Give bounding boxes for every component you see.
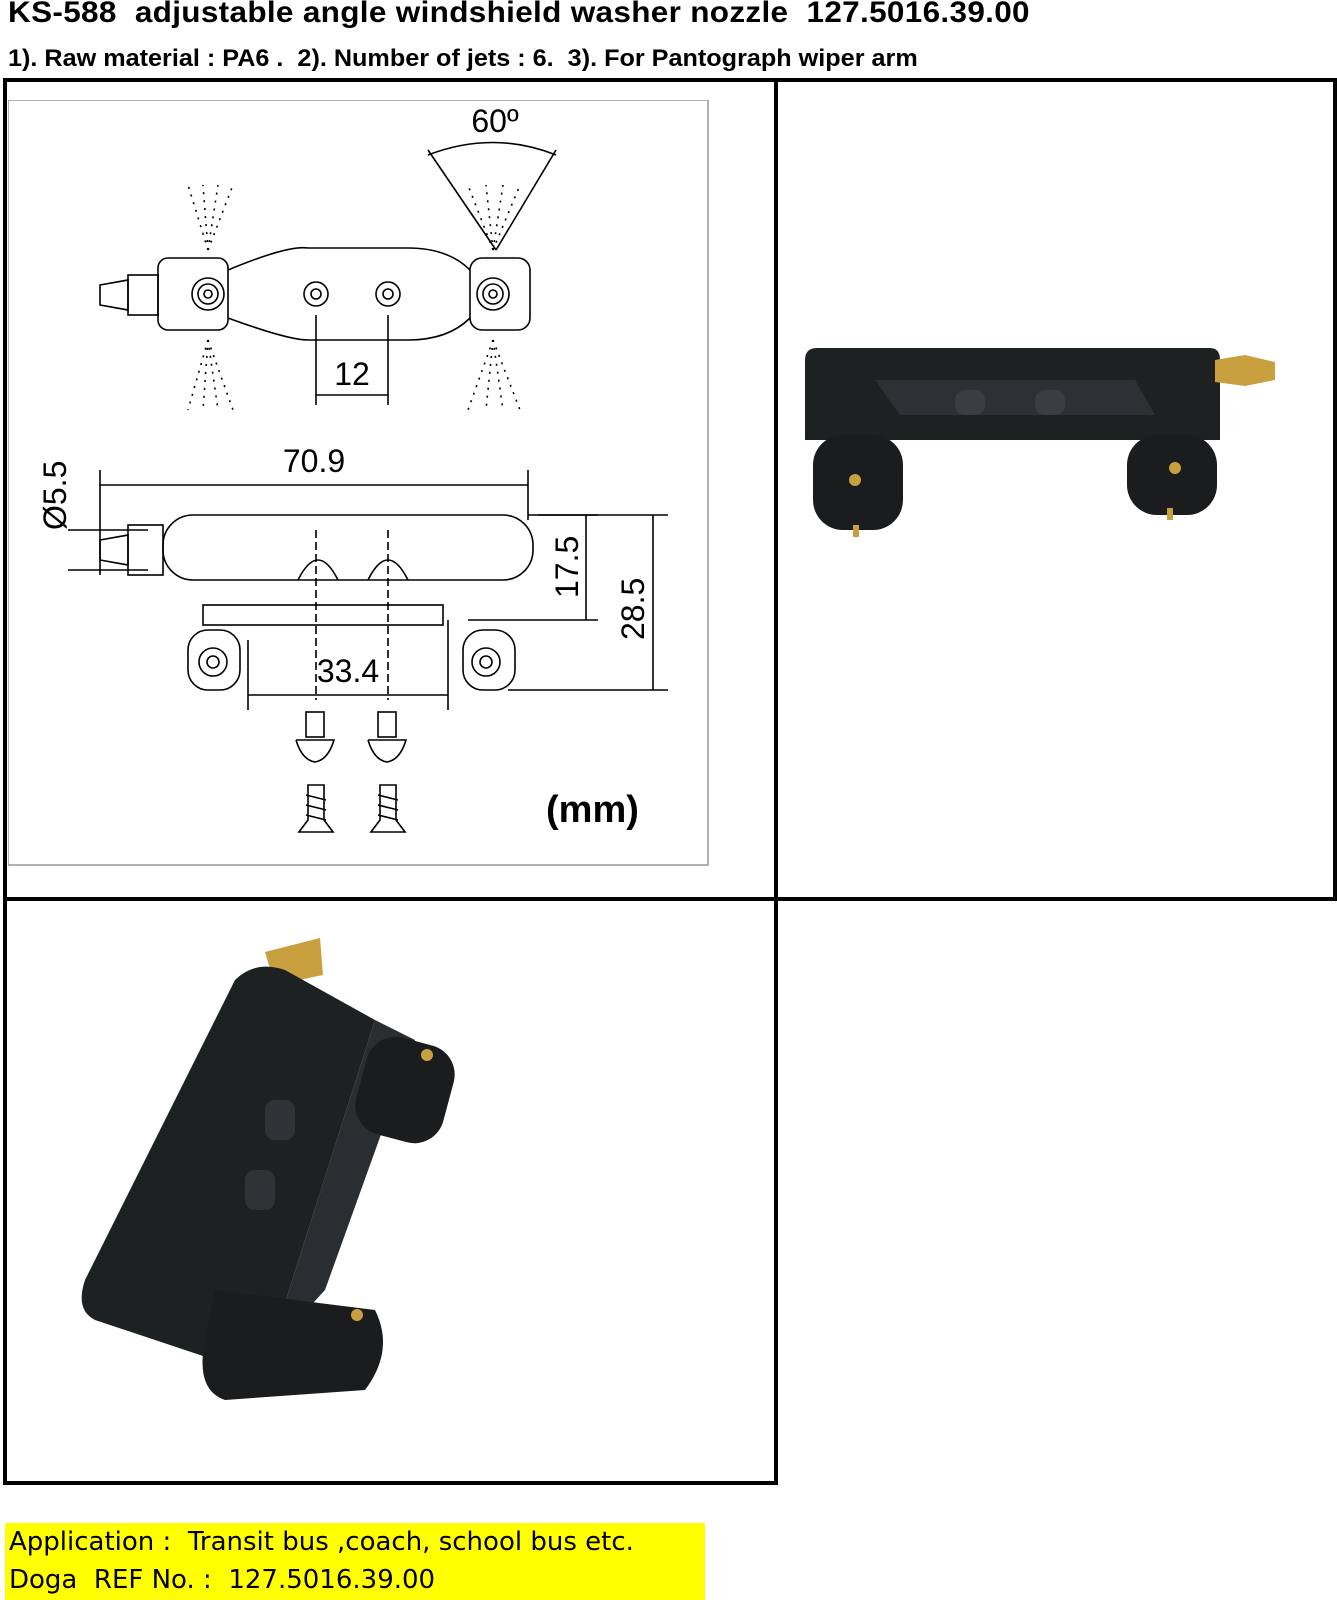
technical-drawing: 60º 12 70.9 Ø5.5 17.5 28.5 33.4 (mm) — [8, 100, 709, 866]
reference-number: Doga REF No. : 127.5016.39.00 — [9, 1565, 436, 1595]
leg-spacing-label: 33.4 — [317, 653, 379, 689]
application-text: Application : Transit bus ,coach, school… — [9, 1527, 634, 1557]
units-label: (mm) — [546, 789, 639, 831]
application-box: Application : Transit bus ,coach, school… — [5, 1523, 705, 1600]
hole-spacing-label: 12 — [334, 356, 370, 392]
product-photo-front — [805, 348, 1275, 537]
product-photo-angle — [81, 938, 455, 1400]
total-height-label: 28.5 — [615, 578, 651, 640]
photo-cell-angle — [3, 897, 778, 1485]
length-label: 70.9 — [283, 443, 345, 479]
photo-cell-front — [774, 78, 1337, 901]
angle-label: 60º — [471, 103, 519, 139]
page-title: KS-588 adjustable angle windshield washe… — [8, 0, 1030, 29]
spec-list: 1). Raw material : PA6 . 2). Number of j… — [8, 45, 918, 72]
body-height-label: 17.5 — [549, 536, 585, 598]
diameter-label: Ø5.5 — [37, 461, 73, 530]
